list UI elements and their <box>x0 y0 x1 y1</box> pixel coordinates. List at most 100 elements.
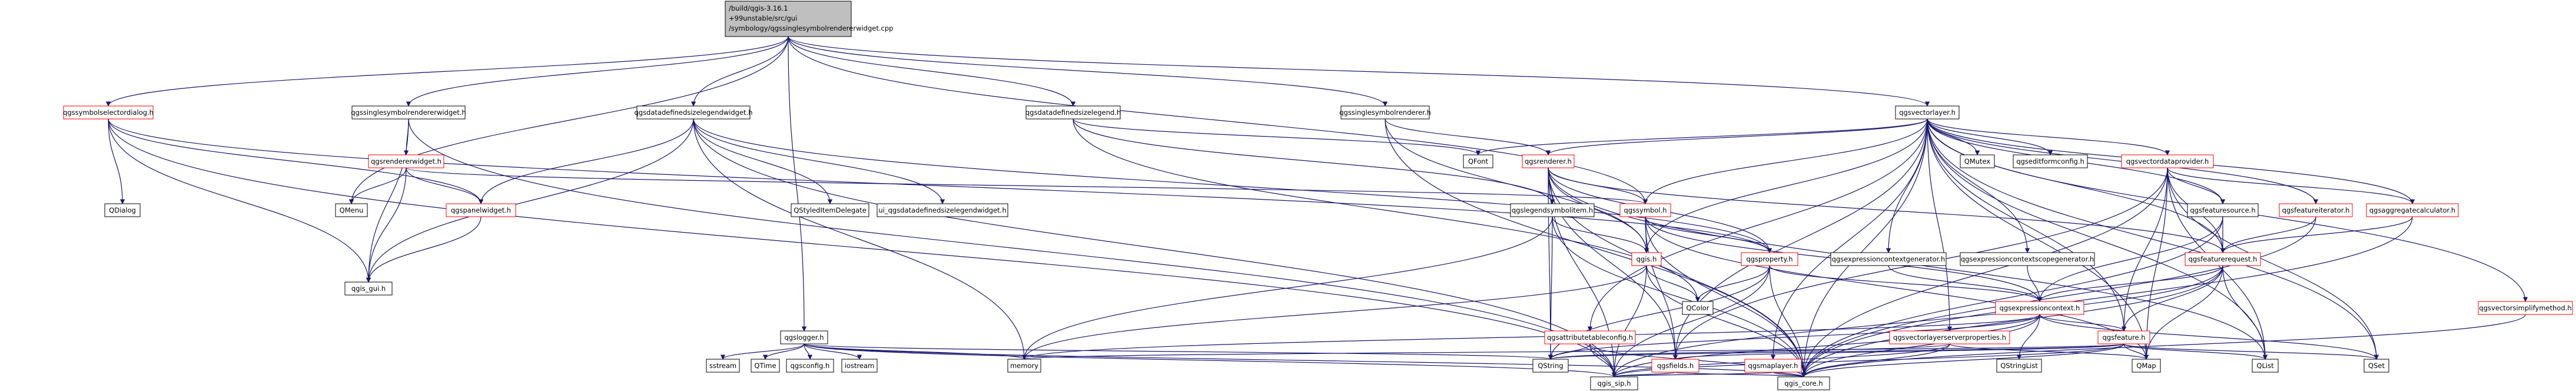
graph-node-iostream[interactable]: iostream <box>841 359 878 373</box>
graph-node-qgsfeatureiterator-h[interactable]: qgsfeatureiterator.h <box>2279 203 2353 217</box>
graph-node-qlist[interactable]: QList <box>2252 359 2279 373</box>
graph-node-qtime[interactable]: QTime <box>751 359 780 373</box>
node-label: QTime <box>754 362 776 370</box>
graph-node-qgsexpressioncontext-h[interactable]: qgsexpressioncontext.h <box>1995 301 2084 315</box>
graph-node-qstyleditemdelegate[interactable]: QStyledItemDelegate <box>791 203 869 217</box>
graph-node-qgsfeaturesource-h[interactable]: qgsfeaturesource.h <box>2187 203 2259 217</box>
graph-node-qgsattributetableconfig-h[interactable]: qgsattributetableconfig.h <box>1544 330 1636 344</box>
node-label: qgsrendererwidget.h <box>371 157 441 165</box>
graph-node-qmutex[interactable]: QMutex <box>1960 154 1995 168</box>
graph-node-ui-qgsdatadefinedsizelegendwidget[interactable]: ui_qgsdatadefinedsizelegendwidget.h <box>877 203 1008 217</box>
graph-node-qgsdatadefinedsizelegend-h[interactable]: qgsdatadefinedsizelegend.h <box>1025 105 1121 120</box>
graph-node-qfont[interactable]: QFont <box>1463 154 1493 168</box>
graph-node-qgssymbol-h[interactable]: qgssymbol.h <box>1619 203 1671 217</box>
include-edge-qgsproperty-h-to-qcolor <box>1695 265 1770 302</box>
node-label: qgsfields.h <box>1657 362 1694 370</box>
include-edge-qgsexpressioncontext-h-to-memory <box>1022 314 2040 360</box>
graph-node-qgsfeature-h[interactable]: qgsfeature.h <box>2097 330 2150 344</box>
graph-node-qgssymbolselectordialog-h[interactable]: qgssymbolselectordialog.h <box>63 105 154 120</box>
graph-node-qgsconfig-h[interactable]: qgsconfig.h <box>786 359 834 373</box>
include-edge-root-to-qgsdatadefinedsizelegendwidget-h <box>691 36 789 107</box>
graph-node-sstream[interactable]: sstream <box>706 359 740 373</box>
graph-node-qgssinglesymbolrendererwidget-h[interactable]: qgssinglesymbolrendererwidget.h <box>351 105 466 120</box>
node-box <box>1995 301 2084 315</box>
graph-node-qgis-core-h[interactable]: qgis_core.h <box>1777 376 1830 390</box>
include-edge-qgsexpressioncontext-h-to-qstringlist <box>2016 314 2040 360</box>
graph-node-qgsvectorlayer-h[interactable]: qgsvectorlayer.h <box>1895 105 1960 120</box>
node-box <box>706 359 740 373</box>
node-label: qgis.h <box>1636 255 1657 263</box>
node-label: qgsexpressioncontextscopegenerator.h <box>1961 255 2094 263</box>
graph-node-qgspanelwidget-h[interactable]: qgspanelwidget.h <box>446 203 516 217</box>
graph-node-qgseditformconfig-h[interactable]: qgseditformconfig.h <box>2013 154 2088 168</box>
graph-node-qdialog[interactable]: QDialog <box>104 203 141 217</box>
graph-node-qgsexpressioncontextgenerator-h[interactable]: qgsexpressioncontextgenerator.h <box>1830 252 1947 266</box>
include-edge-qgsexpressioncontextgenerator-h-to-qgsexpressioncontext-h <box>1888 265 2043 302</box>
node-label: qgsconfig.h <box>791 362 830 370</box>
node-label: QStyledItemDelegate <box>794 206 867 214</box>
include-edge-qgssymbolselectordialog-h-to-qgspanelwidget-h <box>108 118 484 204</box>
graph-node-qmenu[interactable]: QMenu <box>335 203 368 217</box>
include-edge-qgsfeaturerequest-h-to-qgsexpressioncontext-h <box>2037 265 2223 302</box>
include-edge-qgsfeature-h-to-qset <box>2123 343 2379 360</box>
graph-node-qgis-gui-h[interactable]: qgis_gui.h <box>344 281 393 296</box>
node-box <box>1889 330 2010 344</box>
node-label: QDialog <box>109 206 136 214</box>
graph-node-qgsexpressioncontextscopegenerator-h[interactable]: qgsexpressioncontextscopegenerator.h <box>1960 252 2095 266</box>
graph-node-qgsfields-h[interactable]: qgsfields.h <box>1651 359 1699 373</box>
graph-node-qstring[interactable]: QString <box>1532 359 1569 373</box>
graph-node-qgis-h[interactable]: qgis.h <box>1631 252 1662 266</box>
graph-node-qgsdatadefinedsizelegendwidget-h[interactable]: qgsdatadefinedsizelegendwidget.h <box>634 105 753 120</box>
node-box <box>1895 105 1960 120</box>
graph-node-qgsfeaturerequest-h[interactable]: qgsfeaturerequest.h <box>2185 252 2261 266</box>
node-label: qgsdatadefinedsizelegend.h <box>1025 108 1121 117</box>
node-box <box>2252 359 2279 373</box>
include-edge-qgsexpressioncontext-h-to-qset <box>2039 314 2379 360</box>
include-edge-qgslogger-h-to-sstream <box>720 343 805 360</box>
include-edge-qgsaggregatecalculator-h-to-qgsfeaturerequest-h <box>2220 216 2413 253</box>
node-box <box>63 105 154 120</box>
node-box <box>2279 203 2353 217</box>
node-box <box>104 203 141 217</box>
node-box <box>1996 359 2042 373</box>
graph-node-qmap[interactable]: QMap <box>2132 359 2161 373</box>
node-label: qgsvectordataprovider.h <box>2126 157 2209 165</box>
graph-node-qgslegendsymbolitem-h[interactable]: qgslegendsymbolitem.h <box>1510 203 1595 217</box>
include-edge-qgsexpressioncontextscopegenerator-h-to-qgsexpressioncontext-h <box>2027 265 2043 302</box>
include-edge-qgssymbolselectordialog-h-to-qdialog <box>108 118 125 204</box>
graph-node-qgsvectordataprovider-h[interactable]: qgsvectordataprovider.h <box>2121 154 2214 168</box>
node-box <box>446 203 516 217</box>
include-edge-qgsdatadefinedsizelegend-h-to-qcolor <box>1073 118 1701 302</box>
include-edge-qgsfeature-h-to-qgis-sip-h <box>1612 343 2124 377</box>
graph-node-qgsproperty-h[interactable]: qgsproperty.h <box>1741 252 1798 266</box>
node-label: qgsfeature.h <box>2102 333 2145 342</box>
node-label: ui_qgsdatadefinedsizelegendwidget.h <box>878 206 1006 214</box>
node-label: qgsfeaturerequest.h <box>2189 255 2258 263</box>
graph-node-qgsrendererwidget-h[interactable]: qgsrendererwidget.h <box>368 154 444 168</box>
graph-node-qgsmaplayer-h[interactable]: qgsmaplayer.h <box>1744 359 1802 373</box>
include-edge-qgspanelwidget-h-to-qgis-gui-h <box>366 216 482 283</box>
include-edge-root-to-qgslogger-h <box>788 36 807 332</box>
node-box <box>2013 154 2088 168</box>
node-label: qgssinglesymbolrendererwidget.h <box>351 108 466 117</box>
node-box <box>1007 359 1041 373</box>
node-box <box>1741 252 1798 266</box>
graph-node-qgslogger-h[interactable]: qgslogger.h <box>780 330 828 344</box>
graph-node-qgssinglesymbolrenderer-h[interactable]: qgssinglesymbolrenderer.h <box>1339 105 1431 120</box>
include-edge-qgslogger-h-to-qgsconfig-h <box>804 343 813 360</box>
include-edge-qgslegendsymbolitem-h-to-memory <box>1021 216 1553 360</box>
graph-node-memory[interactable]: memory <box>1007 359 1041 373</box>
node-box <box>1532 359 1569 373</box>
graph-node-qgis-sip-h[interactable]: qgis_sip.h <box>1590 376 1638 390</box>
graph-node-qcolor[interactable]: QColor <box>1682 301 1714 315</box>
node-label: qgsdatadefinedsizelegendwidget.h <box>634 108 752 117</box>
graph-node-qstringlist[interactable]: QStringList <box>1996 359 2042 373</box>
graph-node-qgsvectorsimplifymethod-h[interactable]: qgsvectorsimplifymethod.h <box>2478 301 2573 315</box>
node-label: qgspanelwidget.h <box>451 206 511 214</box>
graph-node-qgsvectorlayerserverproperties-h[interactable]: qgsvectorlayerserverproperties.h <box>1889 330 2010 344</box>
graph-node-qgsaggregatecalculator-h[interactable]: qgsaggregatecalculator.h <box>2366 203 2459 217</box>
graph-node-qgsrenderer-h[interactable]: qgsrenderer.h <box>1522 154 1575 168</box>
graph-node-qset[interactable]: QSet <box>2363 359 2389 373</box>
root-file-label-1: /build/qgis-3.16.1 <box>729 4 788 12</box>
include-edge-qgsvectorlayer-h-to-qfont <box>1475 118 1928 155</box>
